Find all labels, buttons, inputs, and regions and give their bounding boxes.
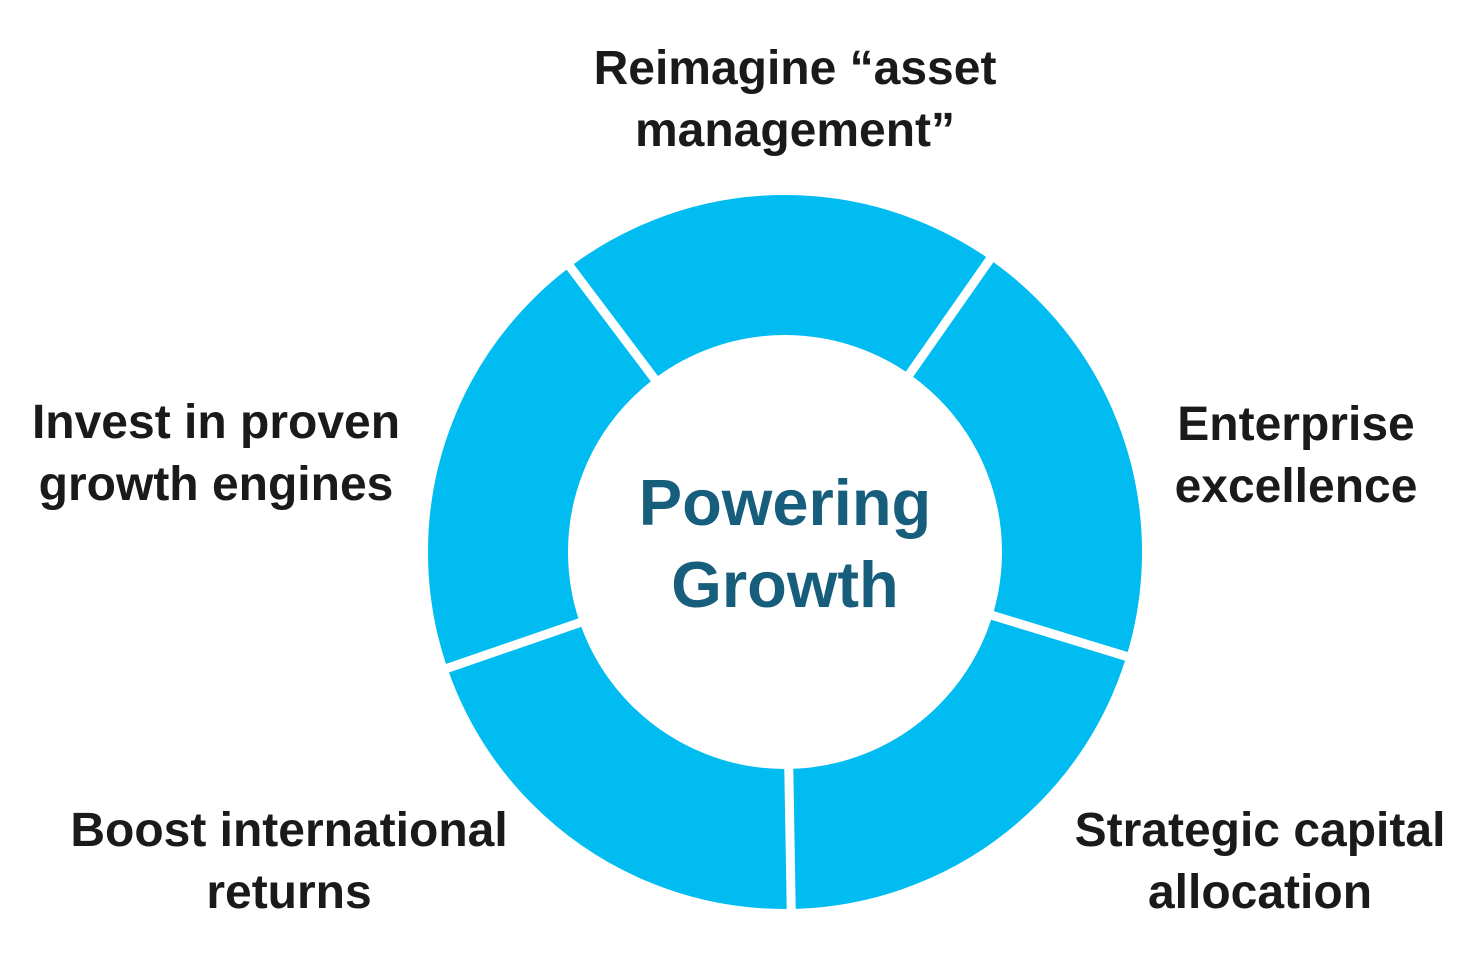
label-line: Enterprise [1177,398,1415,451]
ring-band [428,195,1142,909]
label-line: Reimagine “asset [593,42,997,95]
center-title-line: Powering [638,466,932,539]
label-line: management” [634,104,956,157]
segment-label-invest-in-proven-growth-engines: Invest in proven growth engines [0,392,432,516]
segment-separator [430,612,599,678]
segment-separator [973,605,1144,666]
label-line: Invest in proven [31,396,401,449]
label-line: allocation [1147,866,1373,919]
segment-label-reimagine-asset-management: Reimagine “asset management” [395,38,1195,162]
label-line: Strategic capital [1074,804,1446,857]
center-title-line: Growth [671,548,899,621]
center-title: Powering Growth [535,462,1035,626]
label-line: Boost international [70,804,508,857]
label-line: excellence [1174,460,1418,513]
segment-separator [895,243,1003,392]
segment-label-enterprise-excellence: Enterprise excellence [1096,394,1475,518]
segment-label-strategic-capital-allocation: Strategic capital allocation [1000,800,1475,924]
donut-ring [428,195,1144,926]
label-line: returns [206,866,372,919]
segment-separator [783,750,797,926]
segment-separator [556,251,669,396]
segment-label-boost-international-returns: Boost international returns [19,800,559,924]
label-line: growth engines [38,458,394,511]
